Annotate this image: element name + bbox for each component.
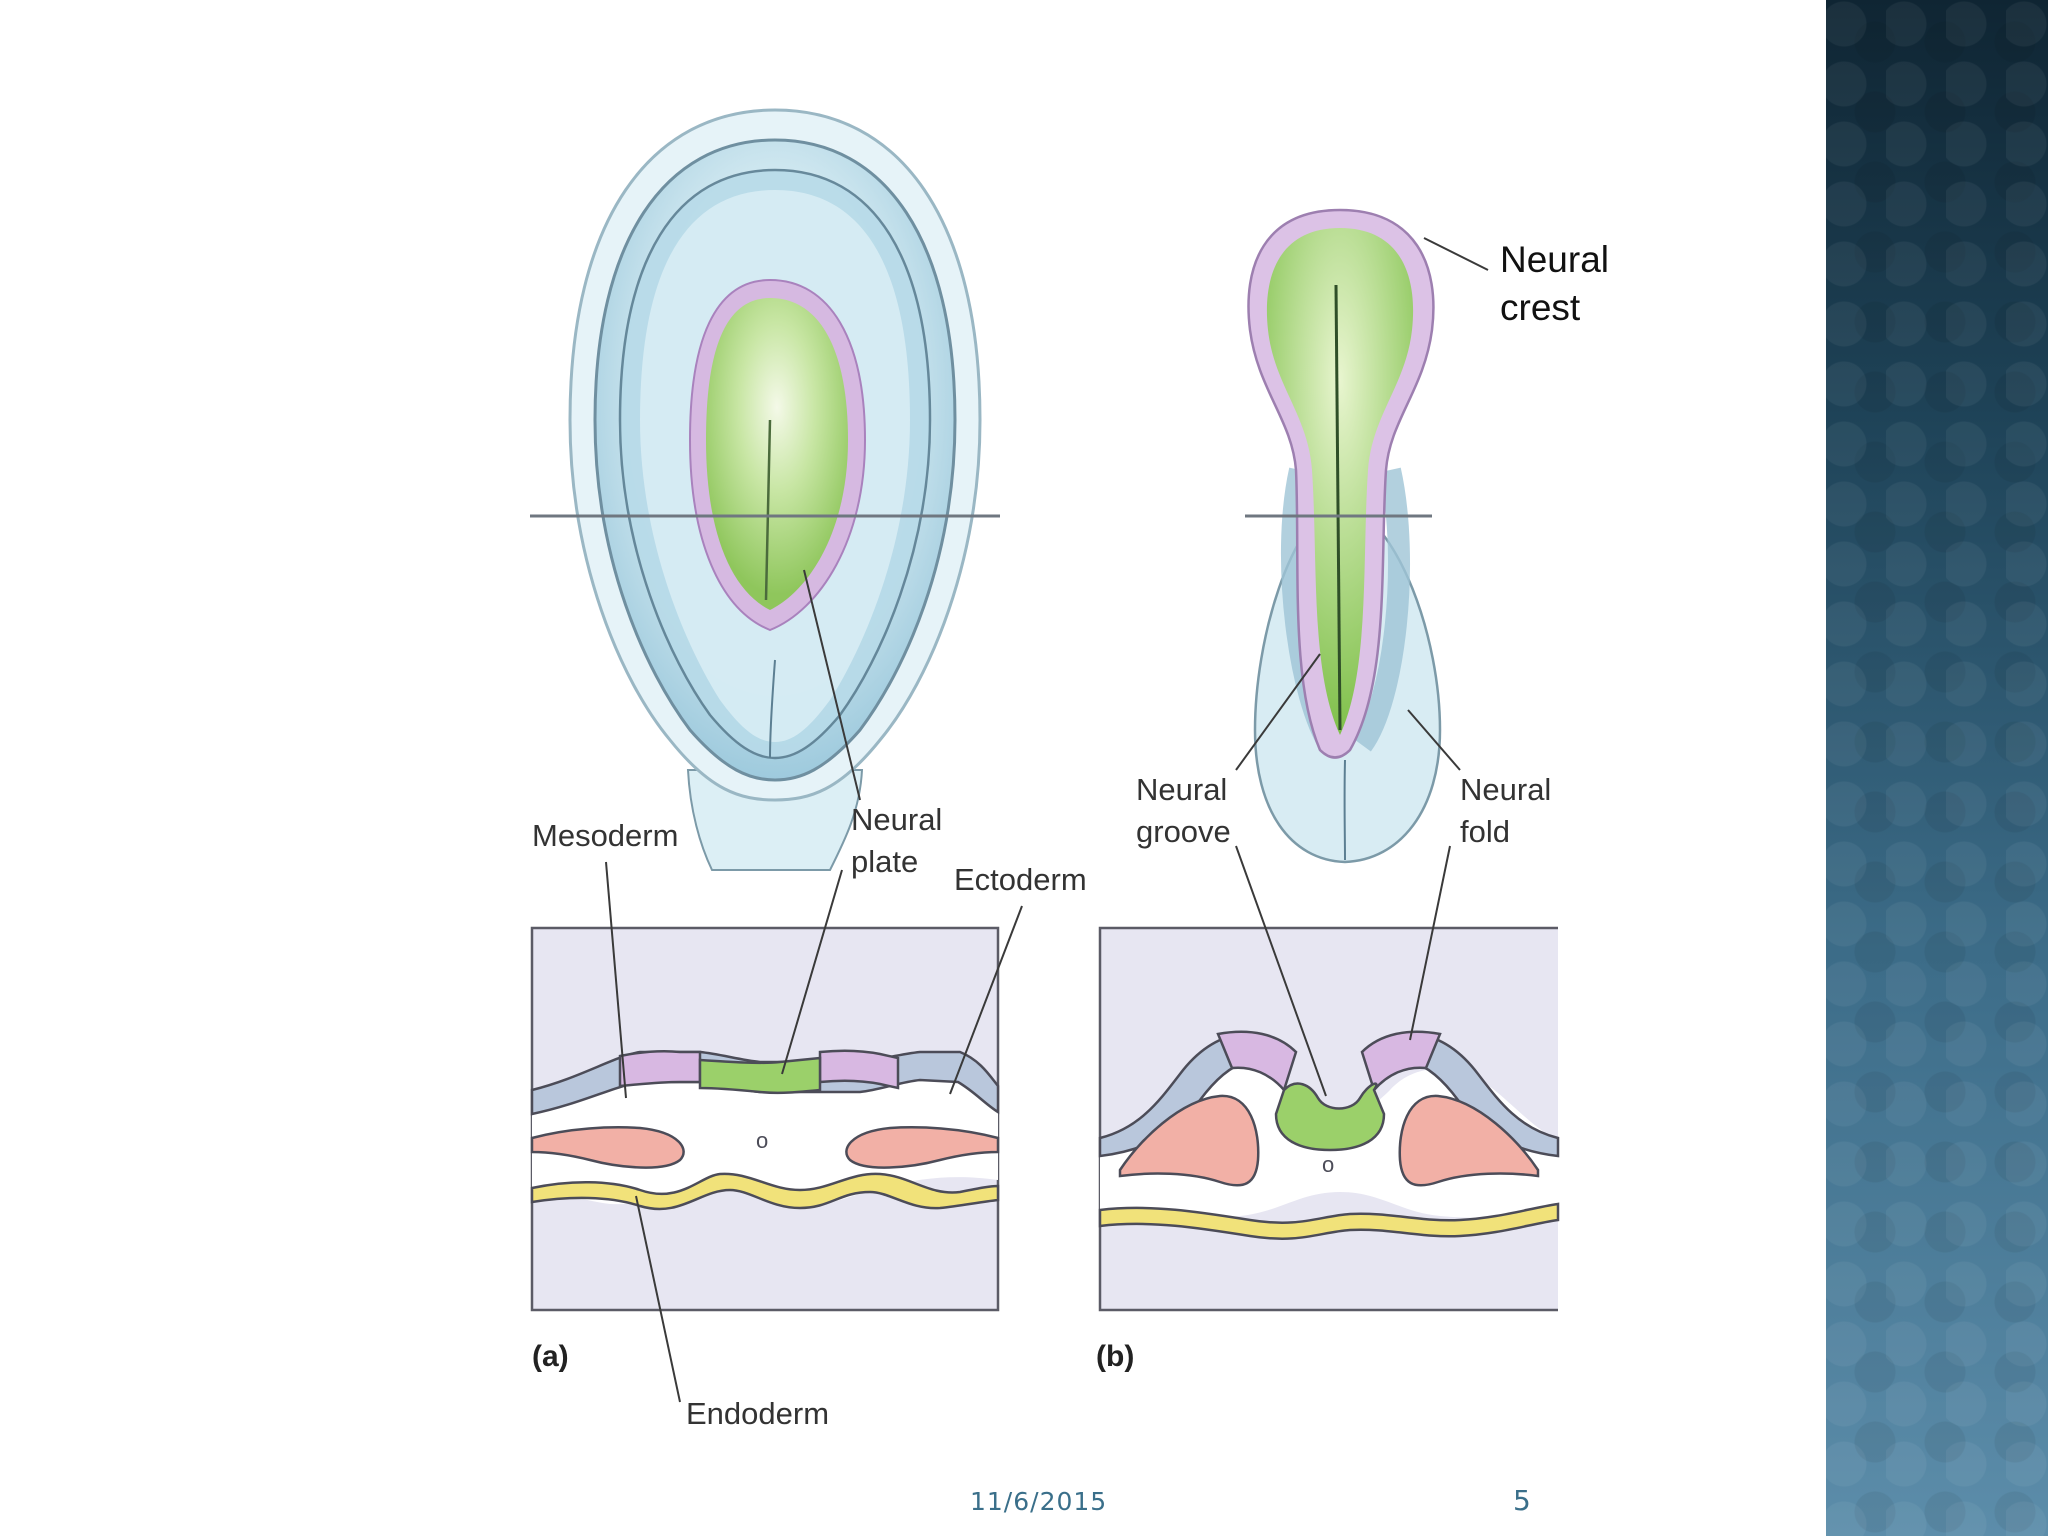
neurulation-diagram: o o <box>0 0 1826 1536</box>
footer-date: 11/6/2015 <box>970 1487 1107 1516</box>
embryo-b <box>1245 210 1440 862</box>
label-neural-groove-line2: groove <box>1136 814 1231 849</box>
notochord-label-a: o <box>756 1128 768 1153</box>
label-neural-fold-line1: Neural <box>1460 772 1551 807</box>
label-neural-plate-line2: plate <box>851 844 918 879</box>
cross-section-a: o <box>532 928 998 1310</box>
label-neural-fold-line2: fold <box>1460 814 1510 849</box>
label-mesoderm: Mesoderm <box>532 818 678 853</box>
label-ectoderm: Ectoderm <box>954 862 1087 897</box>
page-number: 5 <box>1513 1484 1531 1517</box>
label-endoderm: Endoderm <box>686 1396 829 1431</box>
notochord-label-b: o <box>1322 1152 1334 1177</box>
label-neural-plate-line1: Neural <box>851 802 942 837</box>
label-neural-groove-line1: Neural <box>1136 772 1227 807</box>
decorative-side-panel <box>1826 0 2048 1536</box>
panel-label-a: (a) <box>532 1340 569 1373</box>
embryo-a <box>530 110 1000 870</box>
panel-label-b: (b) <box>1096 1340 1134 1373</box>
cross-section-b: o <box>1100 928 1558 1310</box>
